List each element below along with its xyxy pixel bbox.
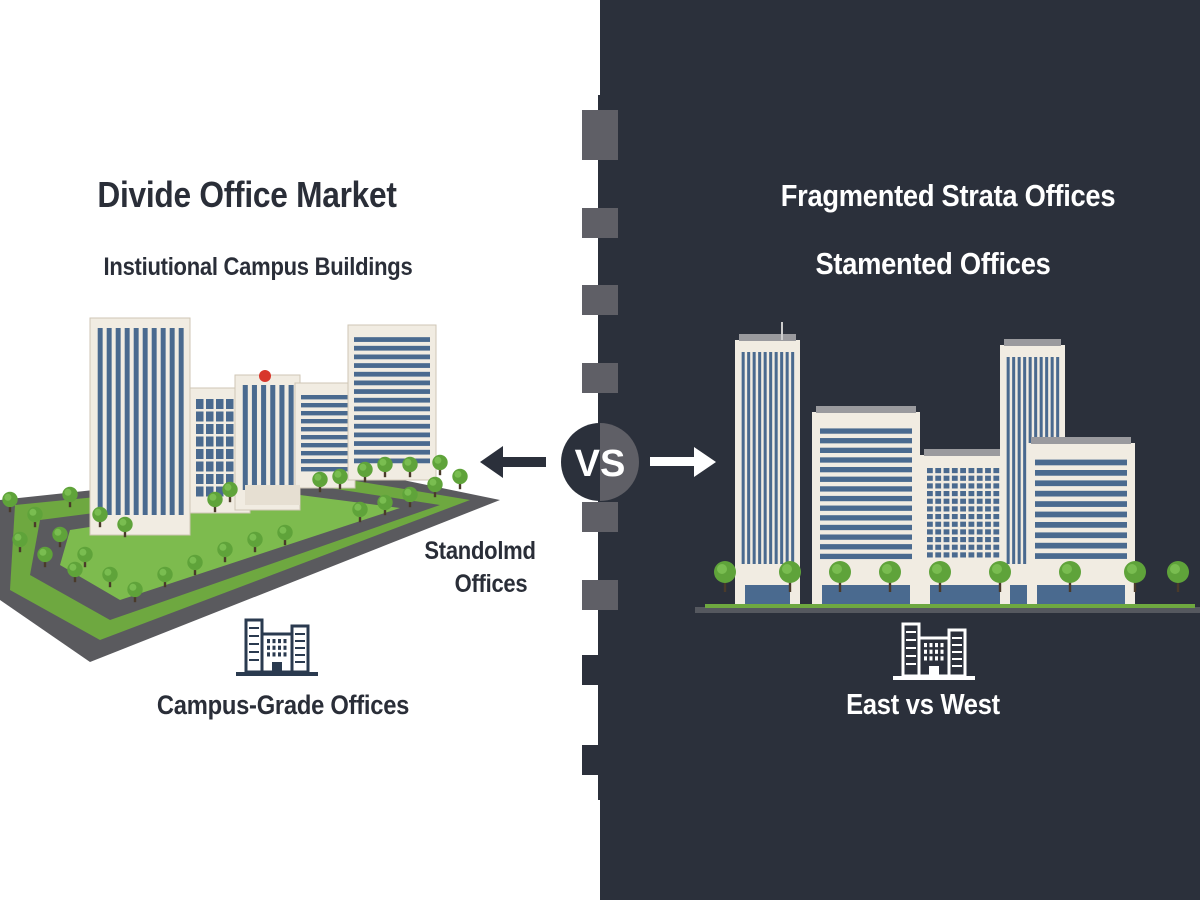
roof-dome	[259, 370, 271, 382]
left-title: Divide Office Market	[97, 174, 397, 215]
tree	[222, 481, 238, 503]
tree	[62, 486, 78, 508]
skyline-building	[1027, 437, 1135, 607]
campus-illustration	[0, 317, 500, 662]
tree	[432, 454, 448, 476]
right-caption: East vs West	[846, 689, 1000, 721]
vs-badge: VS	[561, 423, 639, 501]
tree	[332, 468, 348, 490]
campus-building	[89, 317, 191, 536]
ground-line	[695, 607, 1200, 613]
tree	[989, 561, 1011, 592]
tree	[829, 561, 851, 592]
divider-block	[582, 745, 618, 775]
side-label-line2: Offices	[454, 570, 528, 598]
tree	[779, 561, 801, 592]
tree	[157, 566, 173, 588]
vs-label: VS	[575, 443, 626, 485]
tree	[312, 471, 328, 493]
left-subtitle: Instiutional Campus Buildings	[103, 253, 413, 281]
divider-block	[582, 363, 618, 393]
tree	[402, 456, 418, 478]
arrow-left-icon	[480, 446, 546, 478]
divider-block	[582, 285, 618, 315]
skyline-illustration	[695, 322, 1200, 613]
tree	[102, 566, 118, 588]
tree	[377, 456, 393, 478]
divider-block	[582, 502, 618, 532]
grass-strip	[705, 604, 1195, 608]
tree	[352, 501, 368, 523]
tree	[127, 581, 143, 603]
tree	[714, 561, 736, 592]
tree	[402, 486, 418, 508]
divider-block	[582, 580, 618, 610]
right-title: Fragmented Strata Offices	[780, 178, 1116, 213]
right-subtitle: Stamented Offices	[815, 246, 1051, 281]
tree	[67, 561, 83, 583]
tree	[27, 506, 43, 528]
tree	[452, 468, 468, 490]
tree	[92, 506, 108, 528]
tree	[37, 546, 53, 568]
tree	[377, 494, 393, 516]
left-caption: Campus-Grade Offices	[156, 690, 410, 720]
skyline-building	[812, 406, 920, 607]
tree	[1124, 561, 1146, 592]
tree	[357, 461, 373, 483]
tree	[77, 546, 93, 568]
tree	[187, 554, 203, 576]
tree	[12, 531, 28, 553]
office-campus-icon	[236, 618, 318, 676]
divider-block	[582, 110, 618, 160]
tree	[117, 516, 133, 538]
tree	[1167, 561, 1189, 592]
divider-block	[582, 655, 618, 685]
office-buildings-icon	[893, 622, 975, 680]
tree	[217, 541, 233, 563]
tree	[247, 531, 263, 553]
divider-block	[582, 208, 618, 238]
tree	[879, 561, 901, 592]
tree	[929, 561, 951, 592]
entrance-canopy	[245, 485, 300, 505]
tree	[52, 526, 68, 548]
arrow-right-icon	[650, 447, 716, 477]
campus-building	[347, 324, 437, 481]
tree	[427, 476, 443, 498]
side-label-line1: Standolmd	[424, 537, 536, 565]
tree	[277, 524, 293, 546]
tree	[2, 491, 18, 513]
tree	[207, 491, 223, 513]
tree	[1059, 561, 1081, 592]
